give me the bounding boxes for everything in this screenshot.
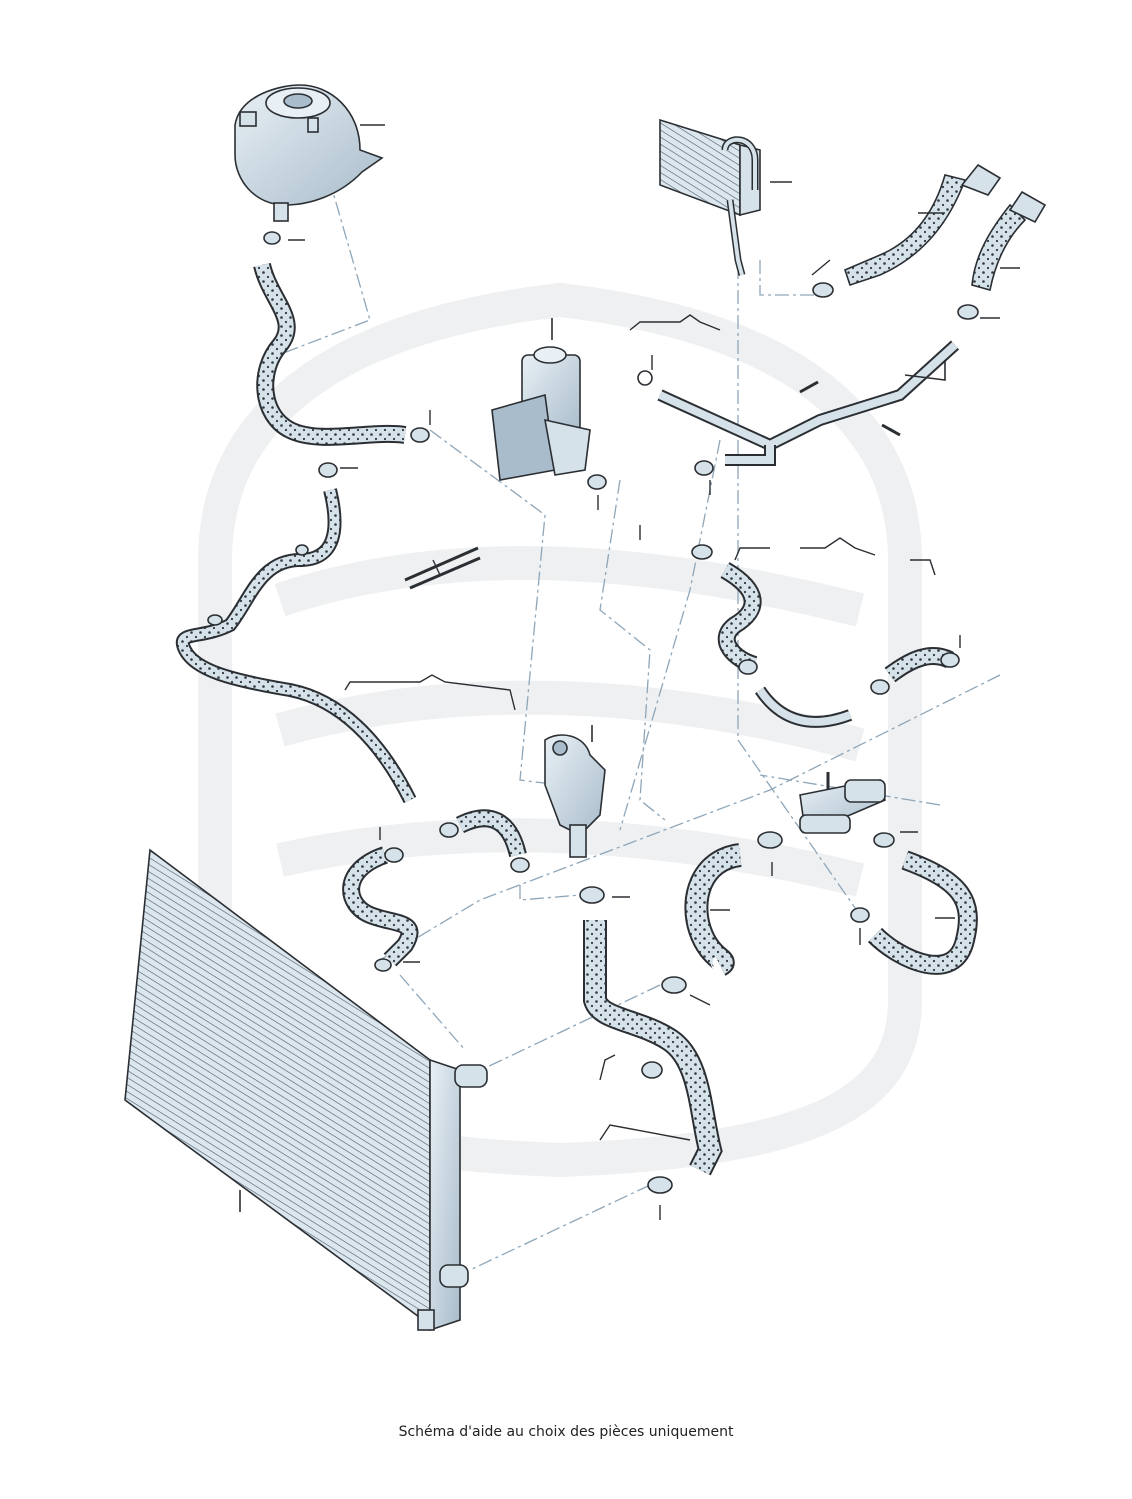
heater-core [659, 118, 792, 276]
routing-lines [264, 129, 1001, 1271]
diagram-caption: Schéma d'aide au choix des pièces unique… [398, 1424, 734, 1440]
watermark-logo [198, 282, 922, 1178]
leader-lines [288, 239, 1000, 1220]
coolant-flange [799, 772, 886, 834]
cooling-system-exploded-view [124, 84, 1047, 1332]
radiator [124, 848, 488, 1332]
coolant-pipe [629, 314, 960, 466]
middle-right-hoses [717, 537, 955, 728]
left-hoses [175, 262, 527, 967]
hose-clips [207, 231, 979, 1194]
cable-ties [404, 546, 481, 590]
heater-hoses [844, 163, 1047, 292]
oil-cooler-housing [491, 318, 591, 481]
expansion-tank [234, 84, 385, 222]
thermostat-housing [544, 725, 606, 858]
lower-hoses [583, 843, 978, 1176]
